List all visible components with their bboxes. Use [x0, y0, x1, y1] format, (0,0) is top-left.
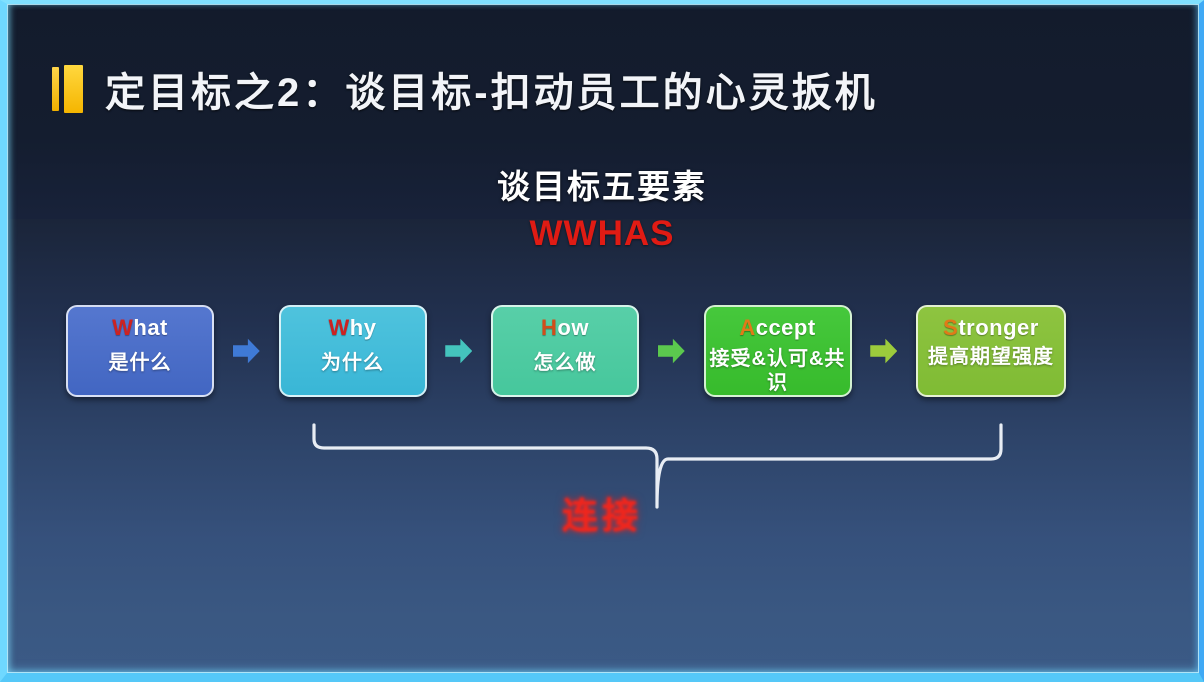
- flow-node-initial: A: [739, 315, 756, 340]
- flow-node-label-cn: 为什么: [321, 352, 384, 375]
- flow-node-label-cn: 怎么做: [533, 352, 597, 375]
- flow-node-rest: ow: [557, 315, 589, 340]
- brace-caption-text: 连接: [561, 495, 642, 536]
- flow-arrow-1: [231, 305, 261, 397]
- flow-node-label-en: Accept: [706, 316, 850, 339]
- flow-node-initial: W: [112, 315, 134, 340]
- flow-node-initial: S: [943, 315, 959, 340]
- flow-node-rest: hy: [349, 315, 377, 340]
- flow-node-accept: Accept 接受&认可&共识: [703, 305, 852, 397]
- subtitle-acronym: WWHAS: [529, 214, 675, 253]
- flow-node-label-en: How: [493, 316, 637, 339]
- page-title: 定目标之2：谈目标-扣动员工的心灵扳机: [105, 71, 878, 115]
- flow-node-label-en: Why: [281, 316, 425, 339]
- flow-node-why: Why 为什么: [278, 305, 427, 397]
- arrow-right-icon: [445, 338, 473, 364]
- flow-diagram: What 是什么 Why 为什么 How 怎么做 Accept 接受&认可&共识: [66, 305, 1066, 405]
- flow-node-rest: hat: [133, 315, 168, 340]
- slide-background-top: [7, 4, 1199, 219]
- subtitle-chinese: 谈目标五要素: [497, 168, 707, 205]
- flow-node-initial: W: [328, 315, 350, 340]
- curly-brace-icon: [312, 423, 1003, 509]
- flow-node-rest: tronger: [958, 315, 1039, 340]
- arrow-right-icon: [870, 338, 898, 364]
- slide-title-row: 定目标之2：谈目标-扣动员工的心灵扳机: [52, 60, 878, 118]
- flow-node-label-cn: 接受&认可&共识: [709, 348, 846, 395]
- subtitle-block: 谈目标五要素 WWHAS: [0, 160, 1204, 254]
- arrow-right-icon: [232, 338, 260, 364]
- flow-node-label-en: What: [68, 316, 212, 339]
- flow-node-initial: H: [541, 315, 558, 340]
- yellow-double-bar-icon: [52, 65, 83, 113]
- flow-node-rest: ccept: [755, 315, 816, 340]
- flow-arrow-3: [656, 305, 686, 397]
- flow-node-label-en: Stronger: [918, 316, 1064, 339]
- brace-caption-wrap: 连接: [0, 487, 1204, 539]
- flow-arrow-4: [869, 305, 899, 397]
- flow-node-what: What 是什么: [66, 305, 214, 397]
- flow-node-label-cn: 是什么: [108, 352, 172, 375]
- arrow-right-icon: [657, 338, 685, 364]
- flow-node-stronger: Stronger 提高期望强度: [916, 305, 1066, 397]
- brace-group: [310, 420, 1005, 540]
- flow-node-how: How 怎么做: [491, 305, 639, 397]
- flow-node-label-cn: 提高期望强度: [928, 346, 1054, 369]
- flow-arrow-2: [444, 305, 474, 397]
